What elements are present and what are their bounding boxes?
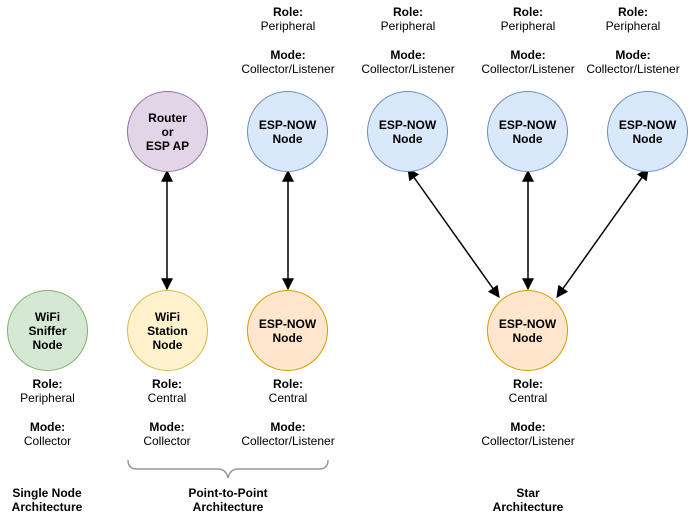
mode-label: Mode:: [270, 48, 306, 62]
mode-value: Collector/Listener: [586, 62, 680, 76]
mode-value: Collector/Listener: [481, 62, 575, 76]
espnow-star-central-node: ESP-NOW Node: [487, 290, 568, 371]
wifi-station-node: WiFi Station Node: [127, 290, 208, 371]
mode-label: Mode:: [149, 420, 185, 434]
mode-value: Collector/Listener: [241, 434, 335, 448]
role-value: Peripheral: [20, 391, 75, 405]
mode-label: Mode:: [29, 420, 66, 434]
mode-label: Mode:: [510, 420, 546, 434]
role-label: Role:: [618, 5, 648, 19]
espnow-star-central-info: Role: Central Mode: Collector/Listener: [453, 377, 603, 448]
espnow-top-4-node: ESP-NOW Node: [607, 91, 688, 172]
espnow-p2p-central-info: Role: Central Mode: Collector/Listener: [213, 377, 363, 448]
wifi-sniffer-info: Role: Peripheral Mode: Collector: [0, 377, 95, 448]
role-label: Role:: [273, 5, 303, 19]
espnow-top-2-info: Role: Peripheral Mode: Collector/Listene…: [333, 5, 483, 76]
mode-value: Collector/Listener: [361, 62, 455, 76]
role-value: Peripheral: [605, 19, 661, 33]
mode-label: Mode:: [270, 420, 306, 434]
wifi-station-info: Role: Central Mode: Collector: [92, 377, 242, 448]
espnow-top-4-info: Role: Peripheral Mode: Collector/Listene…: [573, 5, 693, 76]
mode-label: Mode:: [510, 48, 546, 62]
mode-label: Mode:: [615, 48, 651, 62]
edge-espnow2-star-central: [407, 168, 500, 298]
mode-value: Collector/Listener: [241, 62, 335, 76]
mode-value: Collector: [23, 434, 72, 448]
espnow-top-3-info: Role: Peripheral Mode: Collector/Listene…: [453, 5, 603, 76]
single-node-architecture-label: Single Node Architecture: [11, 486, 83, 514]
espnow-top-1-node: ESP-NOW Node: [247, 91, 328, 172]
role-label: Role:: [393, 5, 423, 19]
star-architecture-label: Star Architecture: [492, 486, 564, 514]
role-label: Role:: [273, 377, 303, 391]
role-value: Central: [268, 391, 308, 405]
mode-label: Mode:: [390, 48, 426, 62]
espnow-top-1-info: Role: Peripheral Mode: Collector/Listene…: [213, 5, 363, 76]
edge-espnow4-star-central: [556, 168, 649, 298]
role-value: Peripheral: [380, 19, 436, 33]
role-value: Peripheral: [260, 19, 316, 33]
role-value: Peripheral: [500, 19, 556, 33]
espnow-top-2-node: ESP-NOW Node: [367, 91, 448, 172]
router-node: Router or ESP AP: [127, 91, 208, 172]
role-value: Central: [147, 391, 187, 405]
role-label: Role:: [513, 377, 543, 391]
point-to-point-architecture-label: Point-to-Point Architecture: [188, 486, 268, 514]
role-label: Role:: [513, 5, 543, 19]
p2p-brace: [127, 459, 329, 479]
role-label: Role:: [152, 377, 182, 391]
espnow-p2p-central-node: ESP-NOW Node: [247, 290, 328, 371]
espnow-top-3-node: ESP-NOW Node: [487, 91, 568, 172]
role-value: Central: [508, 391, 548, 405]
mode-value: Collector/Listener: [481, 434, 575, 448]
role-label: Role:: [32, 377, 63, 391]
wifi-sniffer-node: WiFi Sniffer Node: [7, 290, 88, 371]
mode-value: Collector: [143, 434, 191, 448]
